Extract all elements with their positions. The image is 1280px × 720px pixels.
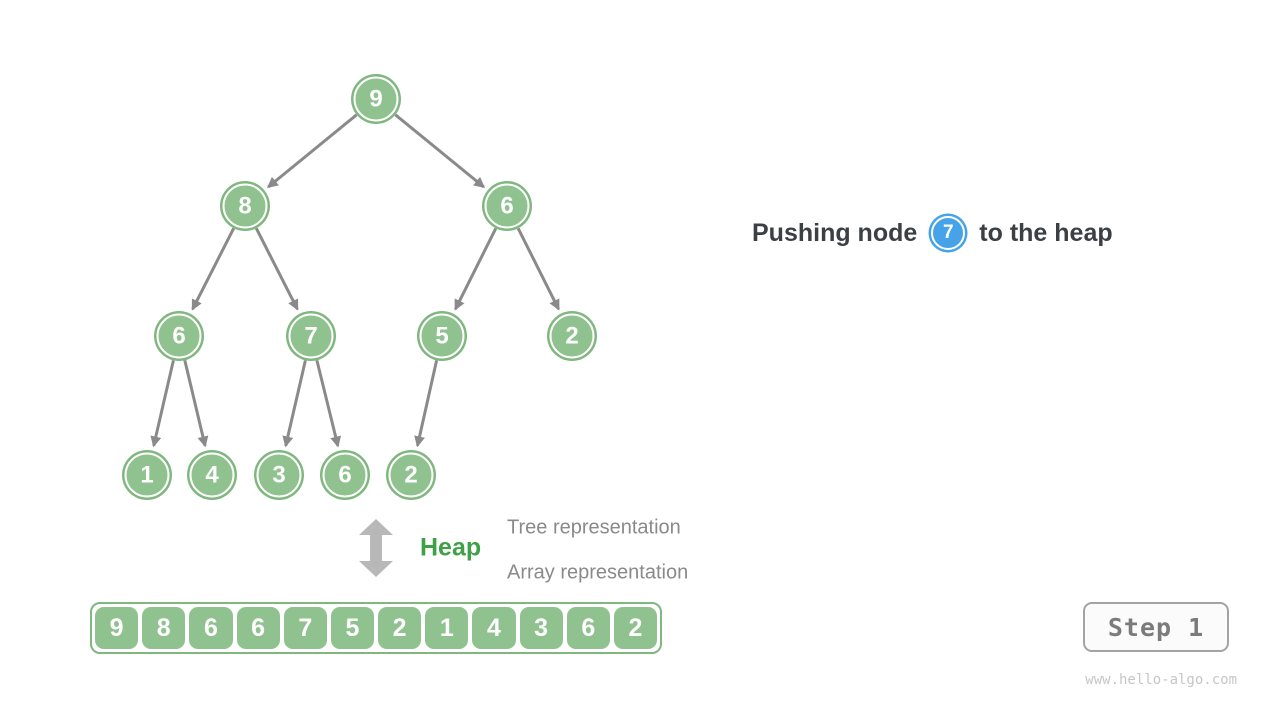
- array-cell-0: 9: [95, 607, 139, 649]
- tree-node-7: 1: [124, 452, 170, 498]
- tree-edge: [191, 227, 236, 311]
- tree-edge: [282, 360, 307, 448]
- array-cell-1: 8: [142, 607, 186, 649]
- heap-label: Heap: [420, 533, 482, 562]
- tree-node-9: 3: [256, 452, 302, 498]
- tree-edge: [254, 227, 299, 311]
- array-cell-5: 5: [330, 607, 375, 649]
- tree-node-1: 8: [222, 183, 268, 229]
- up-down-arrow-icon: [359, 519, 393, 577]
- tree-node-8: 4: [189, 452, 235, 498]
- tree-edge: [516, 227, 560, 311]
- tree-edge: [454, 227, 498, 311]
- array-cell-7: 1: [425, 607, 469, 649]
- array-cell-2: 6: [189, 607, 233, 649]
- tree-edge: [394, 113, 486, 189]
- array-cell-4: 7: [283, 607, 327, 649]
- watermark: www.hello-algo.com: [1085, 672, 1237, 688]
- tree-representation-label: Tree representation: [507, 516, 681, 539]
- tree-edge: [183, 359, 209, 448]
- array-cell-6: 2: [378, 607, 422, 649]
- highlight-node-7: 7: [931, 216, 966, 250]
- tree-node-2: 6: [484, 183, 530, 229]
- step-badge: Step 1: [1083, 602, 1229, 652]
- array-cell-10: 6: [566, 607, 610, 649]
- tree-node-5: 5: [419, 313, 465, 359]
- tree-edge: [150, 360, 175, 448]
- tree-edge: [266, 113, 358, 189]
- tree-node-10: 6: [322, 452, 368, 498]
- array-cell-8: 4: [472, 607, 516, 649]
- tree-node-0: 9: [353, 76, 399, 122]
- array-cell-9: 3: [519, 607, 563, 649]
- tree-edge: [414, 360, 439, 448]
- caption-suffix: to the heap: [979, 218, 1113, 247]
- tree-edge: [315, 359, 342, 448]
- tree-node-11: 2: [388, 452, 434, 498]
- tree-node-6: 2: [549, 313, 595, 359]
- array-representation-label: Array representation: [507, 561, 689, 584]
- array-cell-11: 2: [613, 607, 658, 649]
- array-cell-3: 6: [236, 607, 280, 649]
- tree-node-4: 7: [288, 313, 334, 359]
- tree-node-3: 6: [156, 313, 202, 359]
- caption: Pushing node 7 to the heap: [752, 216, 1113, 250]
- caption-prefix: Pushing node: [752, 218, 918, 247]
